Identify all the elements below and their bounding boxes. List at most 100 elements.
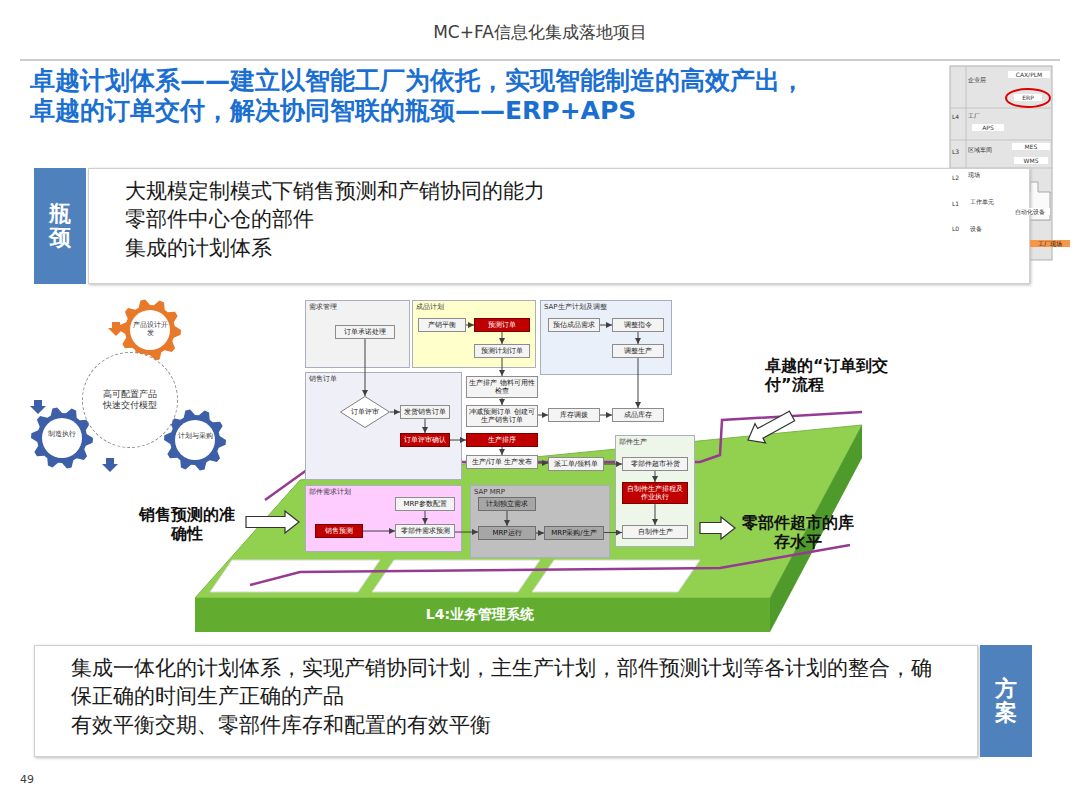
process-box: 生产排产 物料可用性检查	[466, 376, 538, 398]
node-text: 订单承诺处理	[338, 328, 392, 336]
process-box: 调整指令	[612, 318, 664, 332]
slide-title: 卓越计划体系——建立以智能工厂为依托，实现智能制造的高效产出，卓越的订单交付，解…	[30, 66, 825, 126]
mrp-box: MRP运行	[478, 526, 536, 540]
pyramid-label: 企业层	[968, 76, 1008, 83]
pyramid-label: 设备	[970, 225, 1000, 232]
header-rule	[20, 60, 1060, 61]
pyramid-label: L0	[952, 225, 966, 232]
flow-arrow	[466, 325, 474, 326]
flow-arrow	[536, 533, 544, 534]
pyramid-label: APS	[972, 124, 1004, 131]
node-text: 计划独立需求	[481, 500, 533, 508]
process-box: 自制件生产	[622, 525, 688, 539]
node-text: 库存调拨	[551, 411, 597, 419]
mrp-box: 计划独立需求	[478, 497, 536, 511]
gear-hub	[175, 420, 215, 460]
flow-arrow	[655, 504, 656, 525]
pyramid-label: L3	[952, 148, 966, 155]
panel-heading: 销售订单	[309, 375, 458, 383]
flow-arrow	[502, 447, 503, 455]
gear-label: 制造执行	[44, 430, 80, 438]
gear-icons	[30, 299, 226, 472]
gear-label: 产品设计开发	[132, 321, 168, 338]
key-process-box: 订单评审确认	[400, 433, 450, 447]
swimlane-panel: 成品计划产销平衡预测订单预测计划订单	[412, 300, 536, 368]
process-box: 预测计划订单	[474, 344, 530, 358]
small-arrow	[108, 322, 124, 336]
flow-arrow	[425, 419, 426, 433]
swimlane-panel: 需求管理订单承诺处理	[305, 300, 410, 368]
gear	[31, 407, 93, 468]
node-text: 预测计划订单	[477, 347, 527, 355]
process-box: 零部件需求预测	[395, 524, 455, 538]
callout-arrow	[246, 511, 299, 533]
swimlane-panel: SAP MRP计划独立需求MRP运行MRP采购/生产	[470, 485, 610, 558]
node-text: MRP采购/生产	[547, 529, 601, 537]
swimlane-panel: 部件需求计划销售预测 MRP参数配置零部件需求预测	[305, 485, 462, 552]
process-box: 订单承诺处理	[335, 325, 395, 339]
panel-heading: 部件生产	[619, 438, 691, 446]
model-circle: 高可配置产品快速交付模型	[82, 352, 178, 448]
platform-label: L4:业务管理系统	[380, 606, 580, 623]
small-arrow	[30, 400, 46, 414]
node-text: 销售预测	[318, 527, 360, 535]
page-number: 49	[20, 773, 50, 786]
flow-arrow	[538, 463, 548, 464]
node-text: 零部件需求预测	[398, 527, 452, 535]
small-arrow	[102, 458, 118, 472]
node-text: 成品库存	[615, 411, 661, 419]
key-process-box: 销售预测	[315, 524, 363, 538]
process-box: 产销平衡	[418, 318, 466, 332]
node-text: 预估成品需求	[551, 321, 597, 329]
flow-arrow	[455, 532, 478, 533]
pyramid-button: 工厂现场	[1030, 240, 1070, 247]
swimlane-panel: 销售订单订单评审发货销售订单订单评审确认	[305, 372, 462, 480]
node-text: 集成一体化的计划体系，实现产销协同计划，主生产计划，部件预测计划等各计划的整合，…	[71, 654, 947, 711]
side-tab: 瓶颈	[34, 168, 86, 284]
process-box: 冲减预测订单 创建可生产销售订单	[466, 405, 538, 427]
node-text: MRP运行	[481, 529, 533, 537]
header-text: MC+FA信息化集成落地项目	[0, 22, 1080, 42]
decision-diamond: 订单评审	[340, 396, 390, 428]
text-panel: 集成一体化的计划体系，实现产销协同计划，主生产计划，部件预测计划等各计划的整合，…	[34, 645, 978, 757]
pyramid-label: 区域车间	[968, 146, 1004, 153]
swimlane-panel: SAP生产计划及调整预估成品需求调整指令调整生产	[540, 300, 672, 375]
flow-arrow	[365, 339, 366, 396]
flow-arrow	[604, 532, 622, 533]
node-text: 自制件生产排程及作业执行	[625, 485, 685, 501]
node-text: 自制件生产	[625, 528, 685, 536]
flow-arrow	[638, 358, 639, 408]
flow-arrow	[390, 412, 400, 413]
pyramid-label: L4	[952, 113, 966, 120]
pyramid-label: CAX/PLM	[1008, 71, 1050, 78]
flow-arrow	[502, 332, 503, 344]
swimlane-panel: 部件生产零部件超市补货自制件生产排程及作业执行自制件生产	[615, 435, 695, 547]
node-text: MRP参数配置	[398, 500, 452, 508]
key-process-box: 自制件生产排程及作业执行	[622, 482, 688, 504]
node-text: 零部件中心仓的部件	[125, 205, 999, 233]
pyramid-label: 工厂	[968, 112, 998, 119]
flow-arrow	[450, 440, 466, 441]
flow-arrow	[502, 358, 503, 376]
flow-arrow	[600, 415, 612, 416]
node-text: 零部件超市补货	[625, 460, 685, 468]
node-text: 调整指令	[615, 321, 661, 329]
pyramid-label: 工作单元	[970, 198, 1006, 205]
callout-arrow	[748, 411, 795, 443]
green-platform	[195, 425, 862, 632]
side-tab: 方案	[980, 645, 1032, 757]
node-text: 订单评审	[351, 408, 379, 416]
panel-heading: SAP生产计划及调整	[544, 303, 668, 311]
flow-arrow	[538, 415, 548, 416]
mrp-box: MRP采购/生产	[544, 526, 604, 540]
flow-arrow	[363, 531, 395, 532]
process-box: 派工单/领料单	[548, 457, 604, 471]
flow-arrow	[502, 398, 503, 405]
panel-heading: 部件需求计划	[309, 488, 458, 496]
pyramid-label: MES	[1012, 143, 1050, 150]
node-text: 大规模定制模式下销售预测和产销协同的能力	[125, 177, 999, 205]
node-text: 生产/订单 生产发布	[469, 458, 535, 466]
node-text: 生产排产 物料可用性检查	[469, 379, 535, 395]
node-text: 预测订单	[477, 321, 527, 329]
process-box: 成品库存	[612, 408, 664, 422]
